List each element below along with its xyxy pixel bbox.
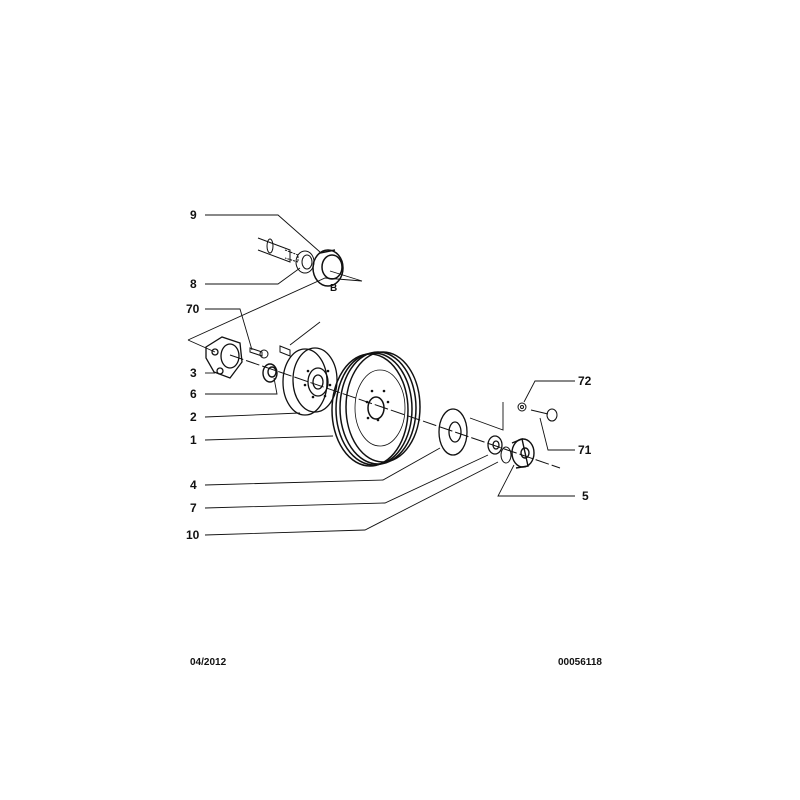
bolt-70 [249, 347, 269, 359]
callout-1: 1 [190, 433, 197, 447]
callout-3: 3 [190, 366, 197, 380]
leader-lines [187, 214, 575, 536]
bearing-5 [511, 438, 535, 469]
flange-3 [205, 336, 243, 379]
footer-date: 04/2012 [190, 657, 227, 668]
stud [279, 345, 291, 357]
footer-reference: 00056118 [558, 657, 602, 668]
seal-9 [312, 249, 344, 287]
callout-5: 5 [582, 489, 589, 503]
callout-10: 10 [186, 528, 200, 542]
shaft [257, 237, 299, 263]
callout-b: B [330, 283, 338, 294]
hub-2 [282, 347, 338, 416]
callout-71: 71 [578, 443, 592, 457]
screw-71 [530, 408, 558, 422]
bearing-8 [295, 250, 315, 274]
plate-4 [438, 408, 468, 456]
axis-line [229, 354, 561, 469]
callout-2: 2 [190, 410, 197, 424]
washer-7 [487, 435, 503, 455]
callout-8: 8 [190, 277, 197, 291]
callout-72: 72 [578, 374, 592, 388]
callout-70: 70 [186, 302, 200, 316]
callout-6: 6 [190, 387, 197, 401]
spacer-10 [500, 446, 512, 464]
callout-4: 4 [190, 478, 197, 492]
brake-drum-1 [331, 351, 421, 467]
bearing-6 [262, 363, 278, 383]
nut-72 [517, 402, 527, 412]
callout-7: 7 [190, 501, 197, 515]
callout-9: 9 [190, 208, 197, 222]
